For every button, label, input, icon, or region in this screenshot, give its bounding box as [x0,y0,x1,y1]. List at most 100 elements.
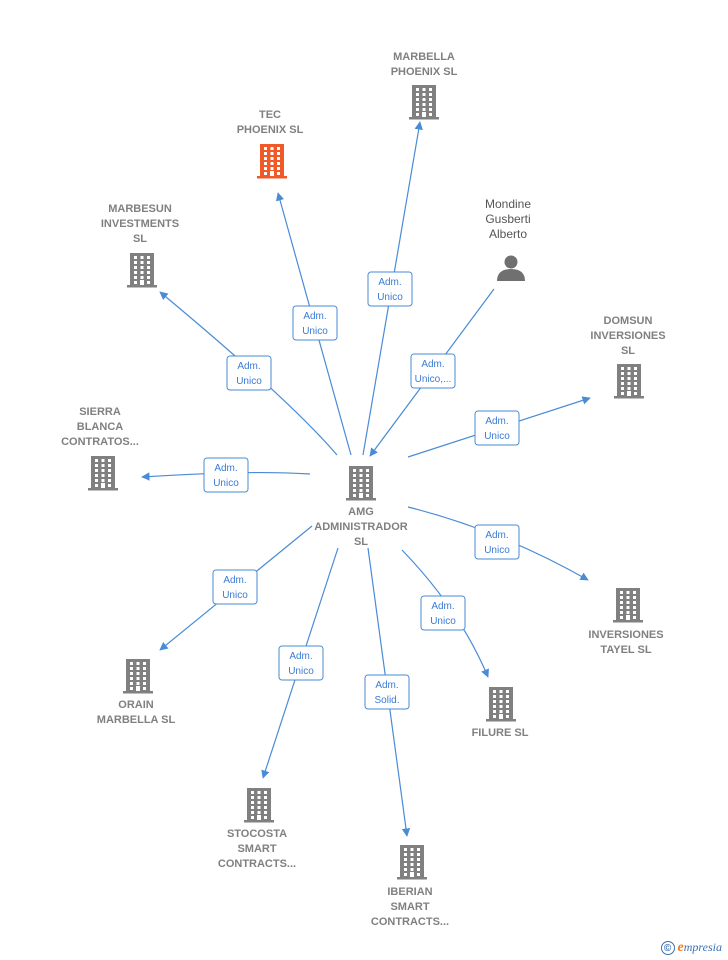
node-label-line: TAYEL SL [600,644,651,656]
edge-label-text: Adm. [214,463,237,474]
marbella-phoenix-label: MARBELLA PHOENIX SL [391,51,458,78]
node-label-line: INVERSIONES [588,629,663,641]
edge-inversiones-tayel[interactable]: Adm. Unico [407,506,589,581]
inversiones-tayel-label: INVERSIONES TAYEL SL [588,629,663,656]
node-label-line: Alberto [489,227,527,241]
edge-label-text: Unico [236,376,262,387]
edge-label-text: Unico [222,590,248,601]
node-label-line: PHOENIX SL [391,66,458,78]
edge-label-text: Adm. [378,277,401,288]
edge-label-text: Unico [484,431,510,442]
edge-mondine[interactable]: Adm. Unico,... [369,288,495,457]
orain-label: ORAIN MARBELLA SL [97,699,176,726]
edge-label-text: Unico,... [415,374,452,385]
sierra-blanca-label: SIERRA BLANCA CONTRATOS... [61,406,139,448]
node-label-line: STOCOSTA [227,828,287,840]
node-label-line: INVESTMENTS [101,218,179,230]
sierra-blanca-building-icon[interactable] [88,456,118,491]
mondine-person-icon[interactable] [497,255,525,282]
node-label-line: ADMINISTRADOR [314,521,408,533]
edge-label-box[interactable] [278,645,324,681]
edge-label-box[interactable] [474,524,520,560]
node-label-line: MARBELLA SL [97,714,176,726]
edge-label-text: Adm. [485,530,508,541]
node-label-line: PHOENIX SL [237,124,304,136]
node-label-line: SL [133,233,147,245]
edge-stocosta[interactable]: Adm. Unico [261,547,339,779]
edge-label-text: Adm. [289,651,312,662]
edge-label-box[interactable] [292,305,338,341]
edge-label-text: Adm. [421,359,444,370]
edge-label-text: Adm. [431,601,454,612]
node-label-line: IBERIAN [387,886,432,898]
node-label-line: CONTRACTS... [218,858,296,870]
node-label-line: INVERSIONES [590,330,665,342]
marbella-phoenix-building-icon[interactable] [409,85,439,120]
node-label-line: DOMSUN [604,315,653,327]
edge-marbella-phoenix[interactable]: Adm. Unico [362,121,423,456]
node-label-line: FILURE SL [472,727,529,739]
edge-domsun[interactable]: Adm. Unico [407,396,591,458]
node-label-line: AMG [348,506,374,518]
stocosta-label: STOCOSTA SMART CONTRACTS... [218,828,296,870]
edge-label-text: Unico [430,616,456,627]
node-label-line: SL [354,536,368,548]
tec-phoenix-building-icon[interactable] [257,144,287,179]
edge-label-text: Adm. [375,680,398,691]
edge-filure[interactable]: Adm. Unico [401,549,489,678]
iberian-label: IBERIAN SMART CONTRACTS... [371,886,449,928]
node-label-line: BLANCA [77,421,123,433]
node-label-line: Gusberti [485,212,530,226]
center-building-icon[interactable] [346,466,376,501]
node-label-line: CONTRATOS... [61,436,139,448]
edge-label-text: Solid. [374,695,399,706]
domsun-building-icon[interactable] [614,364,644,399]
copyright-icon: © [660,941,675,955]
edge-label-box[interactable] [420,595,466,631]
edge-marbesun[interactable]: Adm. Unico [159,291,338,456]
edge-label-text: Adm. [303,311,326,322]
node-label-line: SMART [390,901,429,913]
node-label-line: SL [621,345,635,357]
edge-label-text: Adm. [237,361,260,372]
node-label-line: Mondine [485,197,531,211]
edge-label-text: Unico [484,545,510,556]
filure-label: FILURE SL [472,727,529,739]
edge-label-text: Adm. [485,416,508,427]
footer-brand: © empresia [660,940,722,956]
node-label-line: ORAIN [118,699,154,711]
node-label-line: TEC [259,109,281,121]
edge-label-text: Adm. [223,575,246,586]
edge-iberian[interactable]: Adm. Solid. [364,547,411,837]
node-label-line: CONTRACTS... [371,916,449,928]
edge-label-box[interactable] [410,353,456,389]
edge-label-box[interactable] [226,355,272,391]
node-label-line: SMART [237,843,276,855]
edge-label-box[interactable] [367,271,413,307]
edge-orain[interactable]: Adm. Unico [159,525,313,651]
edge-tec-phoenix[interactable]: Adm. Unico [275,192,352,456]
node-label-line: MARBESUN [108,203,172,215]
node-label-line: MARBELLA [393,51,455,63]
domsun-label: DOMSUN INVERSIONES SL [590,315,665,357]
edge-label-box[interactable] [474,410,520,446]
brand-logo[interactable]: empresia [677,940,722,955]
marbesun-building-icon[interactable] [127,253,157,288]
tec-phoenix-label: TEC PHOENIX SL [237,109,304,136]
orain-building-icon[interactable] [123,659,153,694]
filure-building-icon[interactable] [486,687,516,722]
edge-label-box[interactable] [212,569,258,605]
stocosta-building-icon[interactable] [244,788,274,823]
edge-label-text: Unico [213,478,239,489]
edge-label-box[interactable] [364,674,410,710]
edge-label-text: Unico [302,326,328,337]
edge-label-text: Unico [377,292,403,303]
node-label-line: SIERRA [79,406,121,418]
inversiones-tayel-building-icon[interactable] [613,588,643,623]
edge-sierra-blanca[interactable]: Adm. Unico [141,457,311,493]
edge-label-box[interactable] [203,457,249,493]
edge-label-text: Unico [288,666,314,677]
iberian-building-icon[interactable] [397,845,427,880]
